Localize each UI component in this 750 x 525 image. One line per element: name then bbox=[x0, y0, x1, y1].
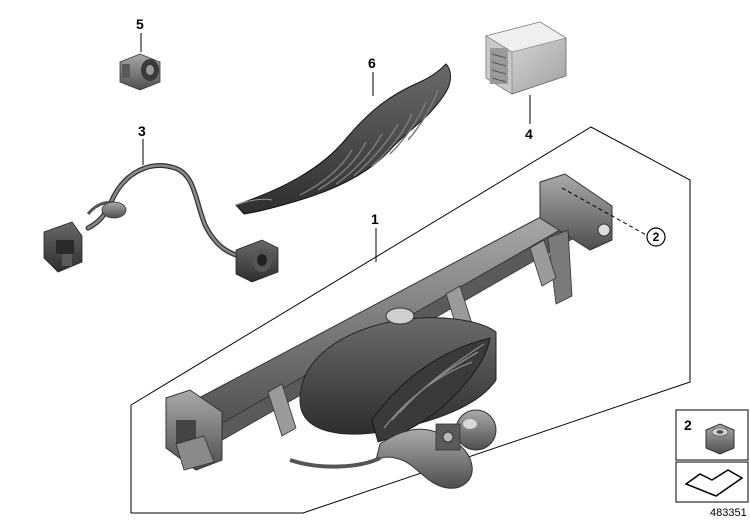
legend-hardware-label: 2 bbox=[684, 417, 692, 433]
bracket-symbol-icon bbox=[684, 469, 744, 497]
callout-1: 1 bbox=[371, 211, 379, 227]
part-4-control-module bbox=[485, 21, 567, 95]
part-5-grommet bbox=[119, 53, 161, 91]
nut-icon bbox=[705, 423, 735, 455]
callout-3: 3 bbox=[138, 123, 146, 139]
leader-2-dashed bbox=[561, 187, 649, 237]
part-1-tow-bar-assembly bbox=[165, 173, 613, 489]
callout-4: 4 bbox=[525, 126, 533, 142]
legend-symbol-box bbox=[675, 461, 749, 503]
callout-2-circle bbox=[646, 227, 666, 247]
legend-hardware-box: 2 bbox=[675, 409, 749, 461]
callout-6: 6 bbox=[368, 55, 376, 71]
assembly-frame bbox=[130, 126, 691, 514]
part-3-wiring-harness bbox=[43, 163, 279, 283]
part-6-cover bbox=[235, 63, 451, 215]
callout-5: 5 bbox=[136, 16, 144, 32]
callout-2: 2 bbox=[653, 230, 660, 244]
reference-id: 483351 bbox=[710, 507, 747, 519]
